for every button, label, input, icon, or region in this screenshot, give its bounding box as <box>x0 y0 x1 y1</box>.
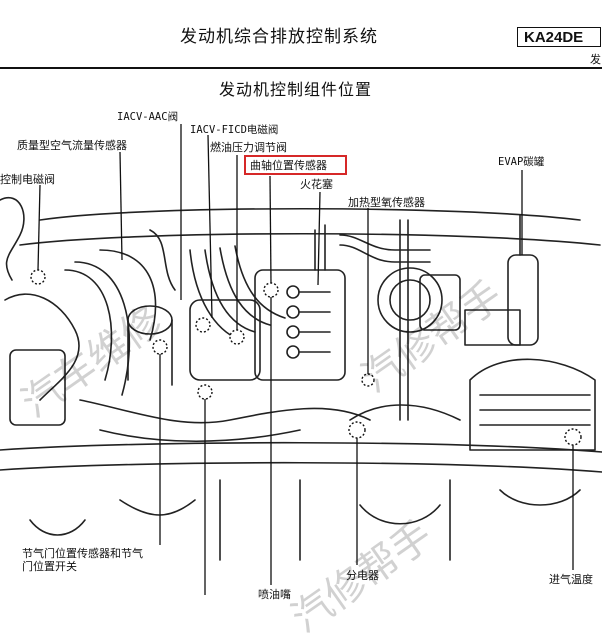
label-spark-plug: 火花塞 <box>300 178 333 191</box>
page-title: 发动机控制组件位置 <box>219 80 373 99</box>
label-throttle-position-sensor-line1: 节气门位置传感器和节气 <box>22 547 143 560</box>
label-intake-air-temperature: 进气温度 <box>549 573 593 586</box>
label-control-solenoid: 控制电磁阀 <box>0 173 55 186</box>
label-throttle-position-sensor-line2: 门位置开关 <box>22 560 77 573</box>
label-distributor: 分电器 <box>346 569 379 582</box>
header-rule <box>0 67 602 69</box>
label-iacv-aac: IACV-AAC阀 <box>117 111 179 123</box>
label-iacv-ficd: IACV-FICD电磁阀 <box>190 124 279 136</box>
crank-sensor-highlight-box <box>244 155 347 175</box>
label-heated-o2-sensor: 加热型氧传感器 <box>348 196 425 209</box>
label-evap-canister: EVAP碳罐 <box>498 156 545 168</box>
label-fuel-pressure-regulator: 燃油压力调节阀 <box>210 141 287 154</box>
document-title: 发动机综合排放控制系统 <box>180 27 378 47</box>
label-maf-sensor: 质量型空气流量传感器 <box>17 139 127 152</box>
engine-model-badge: KA24DE <box>517 27 601 47</box>
engine-bay-illustration <box>0 124 602 595</box>
label-fuel-injector: 喷油嘴 <box>258 588 291 601</box>
label-crankshaft-position-sensor: 曲轴位置传感器 <box>250 159 327 172</box>
badge-suffix: 发 <box>590 53 601 66</box>
